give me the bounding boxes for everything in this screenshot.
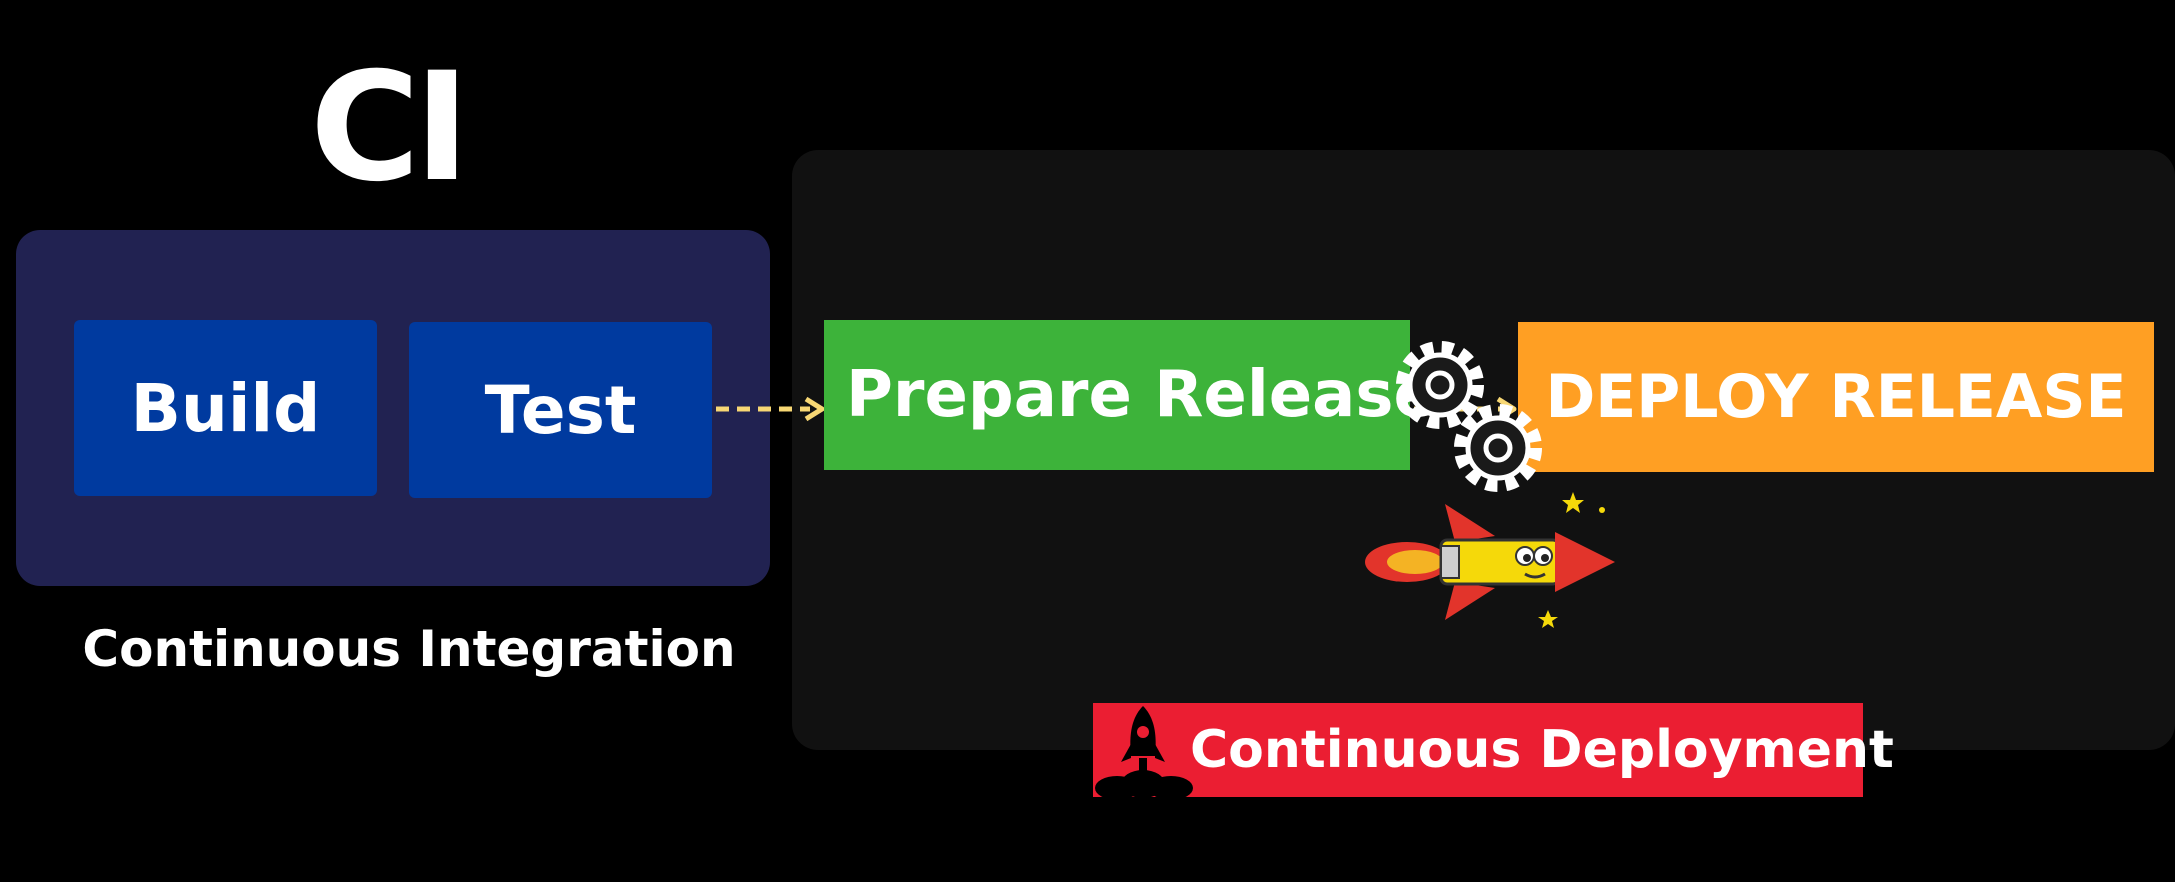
deploy-release-step: DEPLOY RELEASE	[1518, 322, 2154, 472]
ci-title: CI	[310, 41, 470, 215]
ci-caption: Continuous Integration	[82, 620, 736, 678]
rocket-launch-icon	[1095, 706, 1193, 800]
continuous-deployment-badge	[1093, 703, 1863, 797]
test-step: Test	[409, 322, 712, 498]
rocket-icon	[1365, 492, 1615, 628]
gears-icon	[1396, 341, 1542, 492]
prepare-release-step: Prepare Release	[824, 320, 1437, 470]
dashed-arrow-icon	[716, 396, 825, 422]
continuous-deployment-label: Continuous Deployment	[1190, 720, 1894, 780]
build-step: Build	[74, 320, 377, 496]
